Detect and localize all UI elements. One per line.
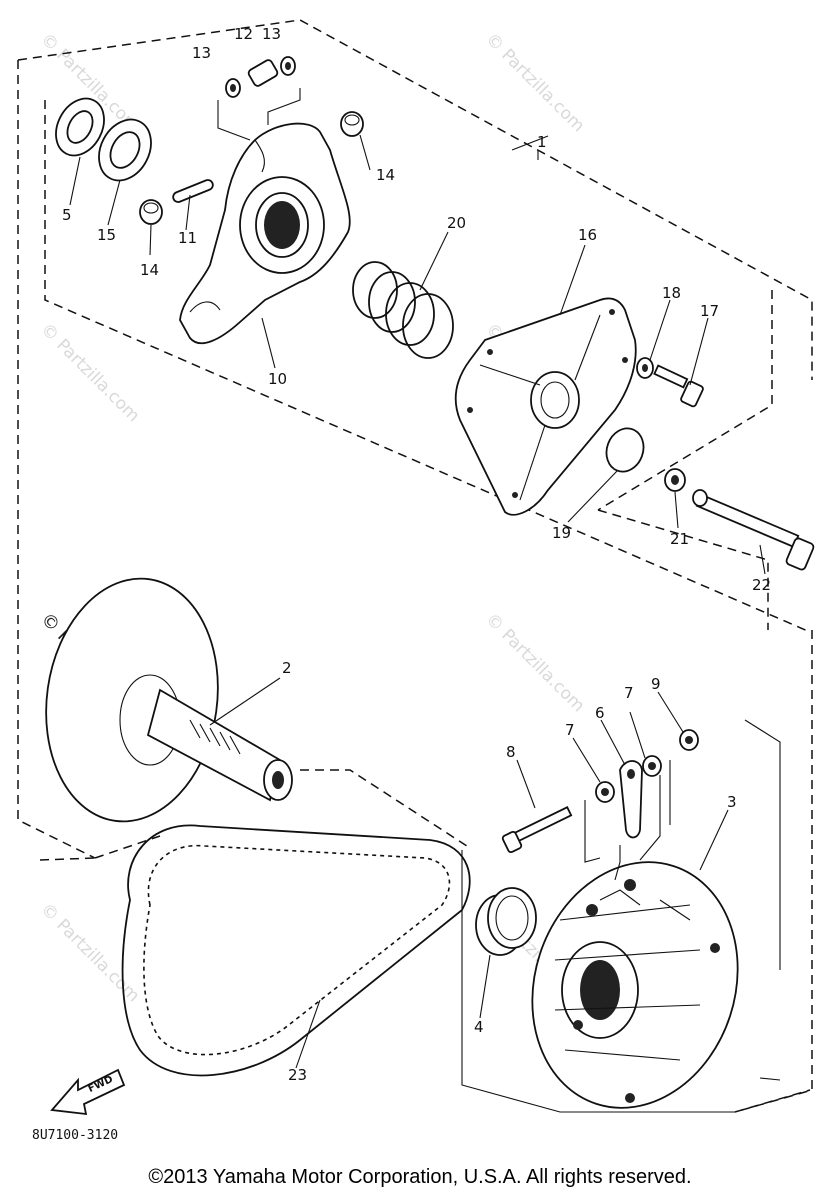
washer-7-left [595,781,615,803]
watermark-text: © Partzilla.com [481,29,588,136]
washer-18 [636,357,654,379]
callout-1: 1 [537,133,547,151]
callout-16: 16 [578,226,597,244]
callout-6: 6 [595,704,605,722]
washer-5 [55,97,105,157]
cap-14-lower [139,199,163,225]
callout-12: 12 [234,25,253,43]
callout-20: 20 [447,214,466,232]
callout-13a: 13 [192,44,211,62]
nut-9 [679,729,699,751]
sheave-3 [531,861,739,1109]
callout-22: 22 [752,576,771,594]
bushing-4 [475,887,537,956]
callout-8: 8 [506,743,516,761]
spring-20 [352,261,454,359]
callout-13b: 13 [262,25,281,43]
spider-10 [179,122,351,345]
pin-12 [247,59,279,87]
callout-3: 3 [727,793,737,811]
assembly-outline [17,19,813,1113]
pin-11 [172,179,214,203]
callout-9: 9 [651,675,661,693]
callout-21: 21 [670,530,689,548]
callout-4: 4 [474,1018,484,1036]
belt-23 [121,824,471,1077]
callout-11: 11 [178,229,197,247]
weight-6 [619,760,643,839]
bolt-22 [692,489,815,571]
washer-15 [98,118,152,182]
callout-10: 10 [268,370,287,388]
callout-19: 19 [552,524,571,542]
nut-21 [664,468,686,492]
collar-13-right [280,56,296,76]
callout-7b: 7 [624,684,634,702]
cap-14-upper [340,111,364,137]
callout-5: 5 [62,206,72,224]
bolt-17 [653,364,704,408]
callout-17: 17 [700,302,719,320]
callout-18: 18 [662,284,681,302]
callout-2: 2 [282,659,292,677]
copyright-notice: ©2013 Yamaha Motor Corporation, U.S.A. A… [148,1166,692,1188]
washer-19 [605,427,645,473]
washer-7-right [642,755,662,777]
sheave-2 [45,577,293,823]
callout-14a: 14 [376,166,395,184]
fwd-arrow-icon: FWD [50,1068,126,1116]
callout-7a: 7 [565,721,575,739]
cover-16 [454,297,637,516]
callout-23: 23 [288,1066,307,1084]
callout-15: 15 [97,226,116,244]
leader-lines [69,134,766,1069]
bolt-8 [501,806,573,854]
watermark-text: © Partzilla.com [481,609,588,716]
callout-14b: 14 [140,261,159,279]
collar-13-left [225,78,241,98]
figure-code: 8U7100-3120 [32,1128,119,1143]
callouts: 1 2 3 4 5 6 7 7 8 9 10 11 12 13 13 14 14… [62,25,771,1084]
